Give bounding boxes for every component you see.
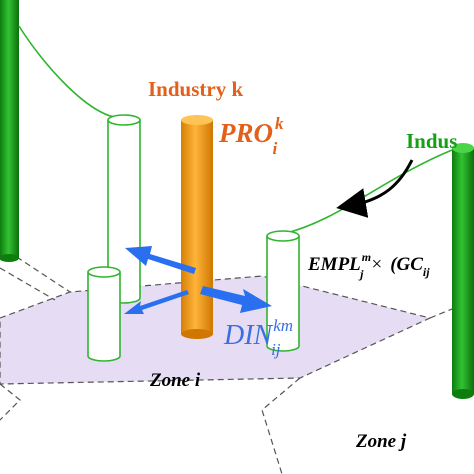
black-curved-arrow (336, 159, 414, 218)
industry-k-label: Industry k (148, 77, 243, 101)
zone-j-label: Zone j (355, 431, 407, 452)
arrow-down-left (124, 290, 189, 314)
arrow-right (200, 286, 272, 313)
flow-arrows (124, 246, 272, 314)
curve-left (18, 25, 125, 119)
orange-column-industry-k (181, 115, 213, 339)
open-cylinder-small (87, 266, 121, 362)
open-cylinder-front (266, 230, 300, 352)
arrow-up-left (125, 246, 196, 274)
industry-m-label: Indus (406, 129, 457, 153)
zone-i-label: Zone i (149, 370, 201, 391)
open-cylinder-back (107, 114, 141, 304)
green-column-left (0, 0, 19, 262)
green-column-right (452, 143, 474, 399)
curve-right (282, 149, 453, 235)
